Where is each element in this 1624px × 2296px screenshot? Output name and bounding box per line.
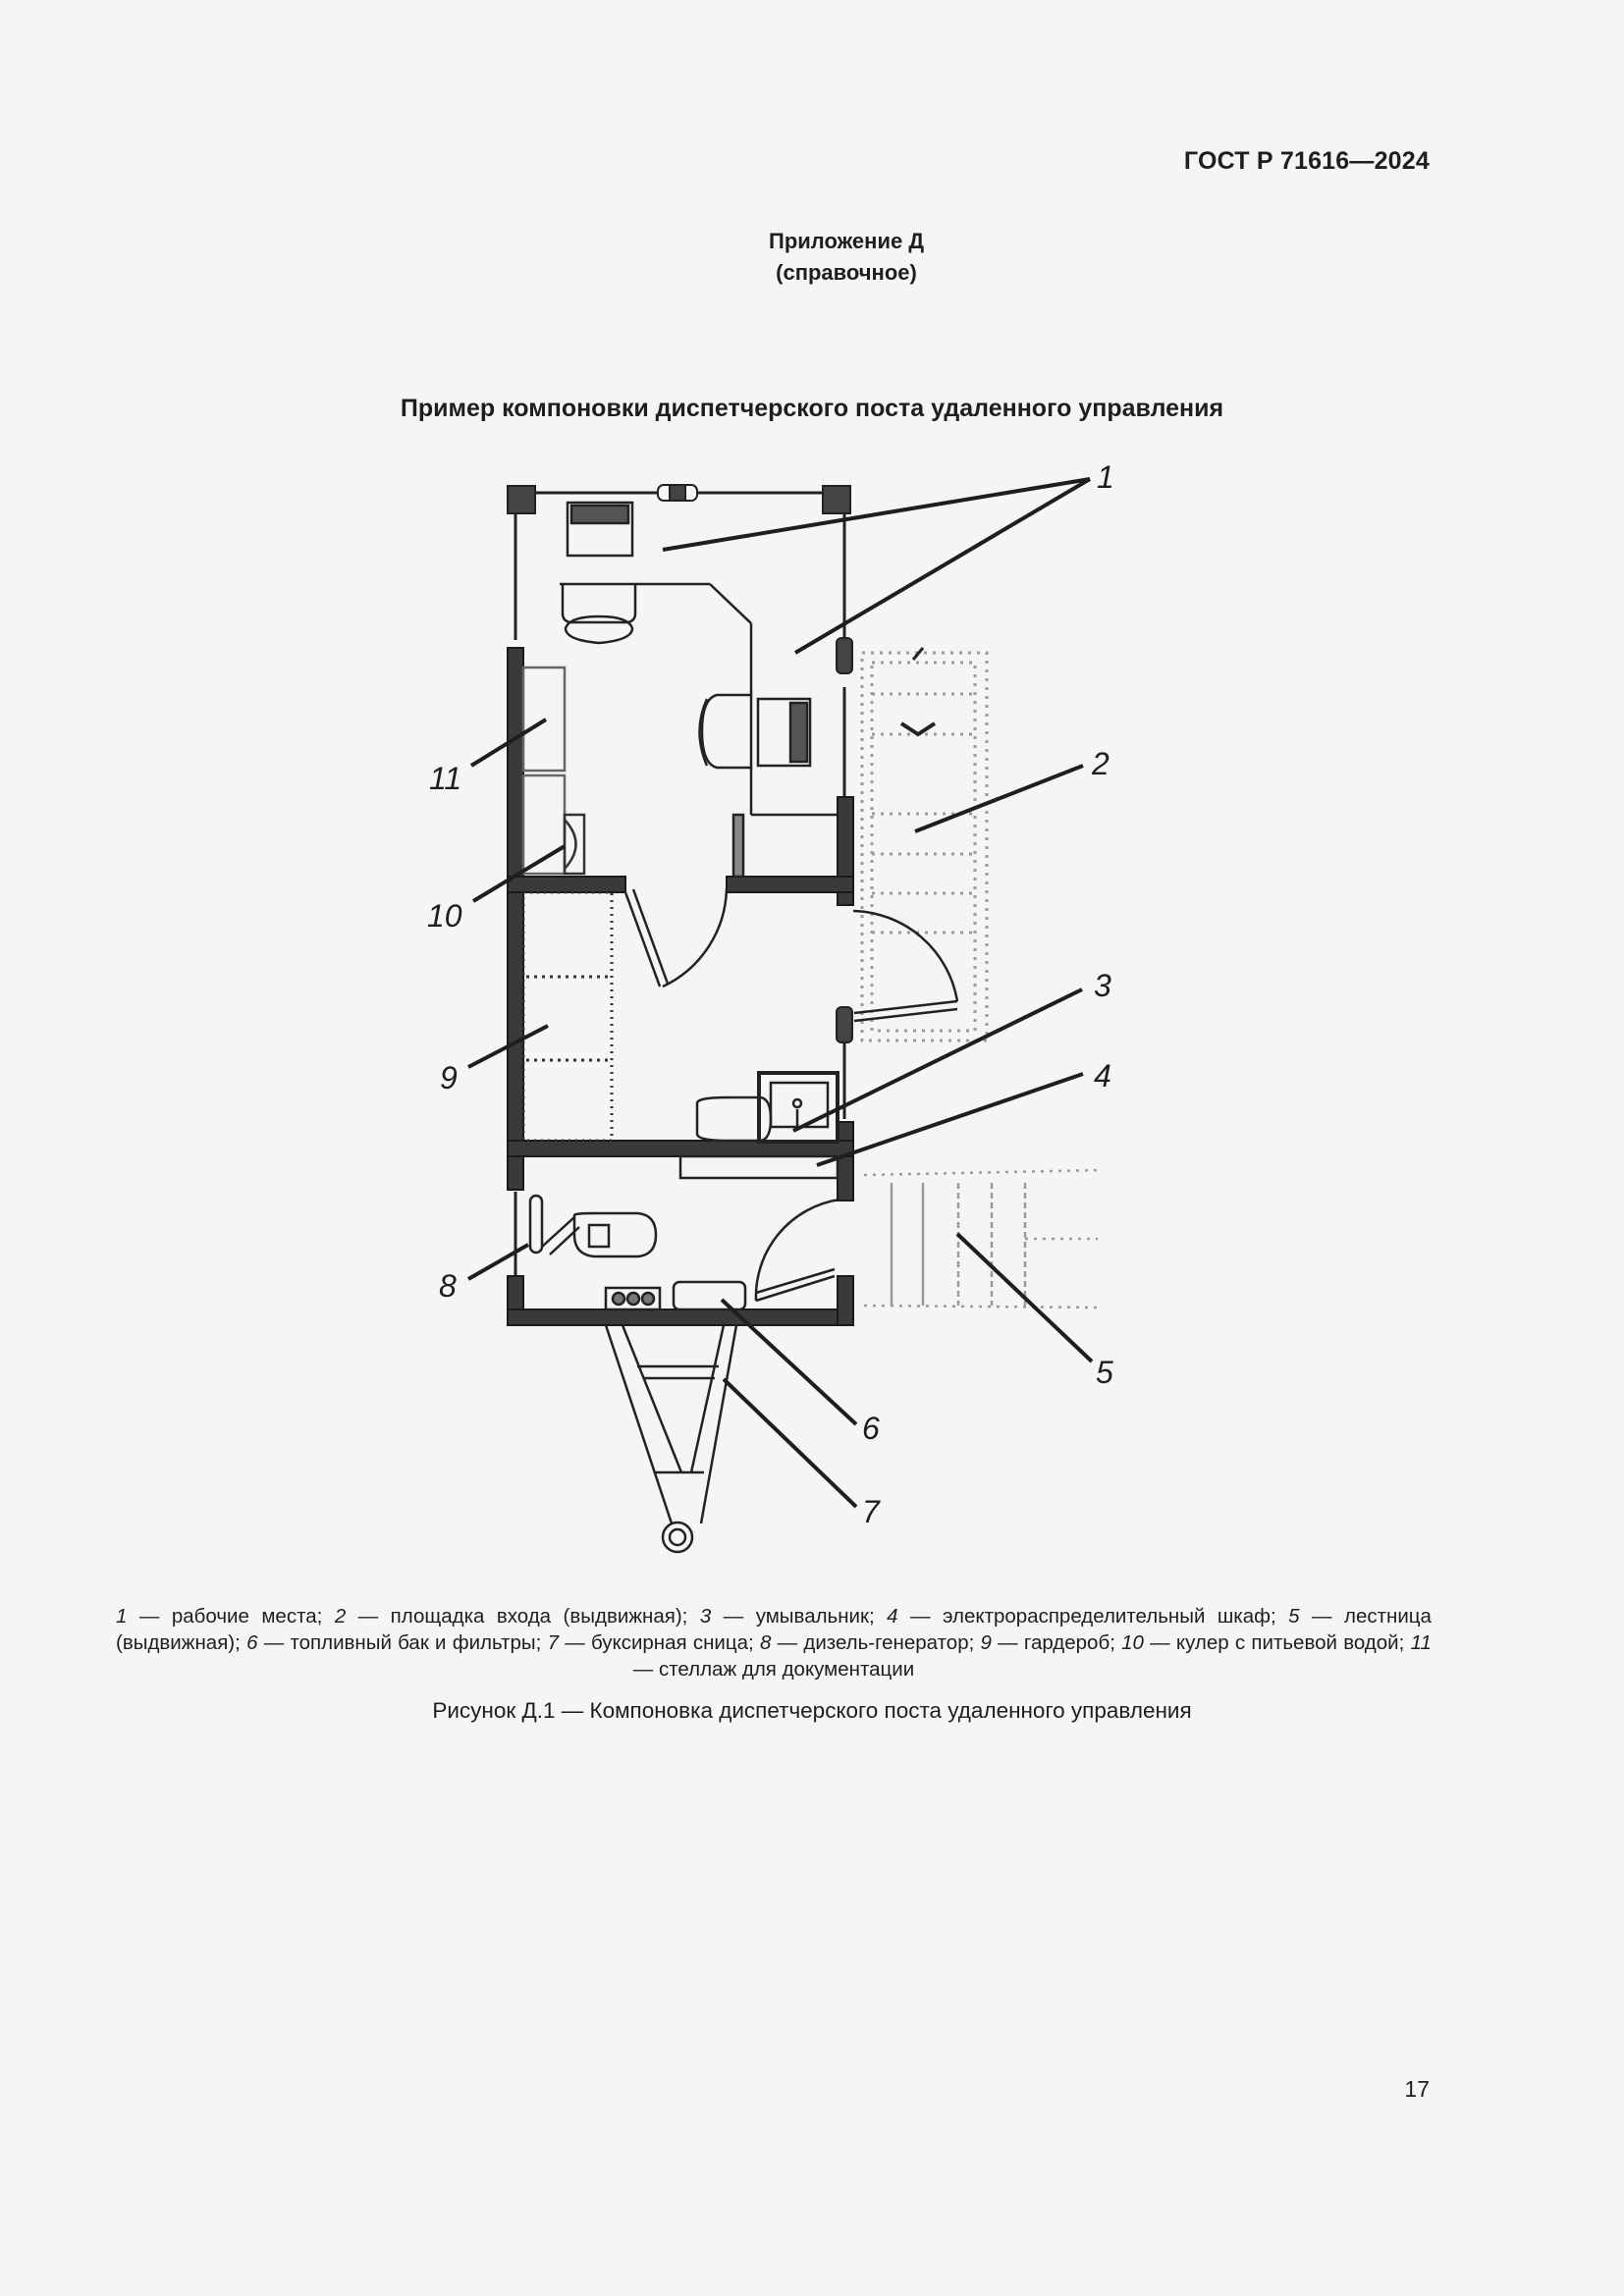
legend-item: 7 — буксирная сница; (547, 1631, 760, 1654)
appendix-subtitle: (справочное) (776, 260, 917, 285)
page-number: 17 (1404, 2076, 1430, 2102)
figure-caption: Рисунок Д.1 — Компоновка диспетчерского … (432, 1698, 1192, 1723)
appendix-heading: Приложение Д (справочное) (0, 226, 1624, 289)
callout-2: 2 (1092, 746, 1110, 781)
callout-7: 7 (862, 1494, 880, 1529)
callout-10: 10 (427, 898, 462, 934)
callout-6: 6 (862, 1411, 880, 1446)
callout-3: 3 (1094, 968, 1111, 1003)
appendix-title: Приложение Д (769, 229, 924, 253)
legend-item: 6 — топливный бак и фильтры; (246, 1631, 548, 1654)
callout-8: 8 (439, 1268, 457, 1304)
legend-item: 5 — лестница (выдвижная); (116, 1605, 1432, 1654)
figure-legend: 1 — рабочие места; 2 — площадка входа (в… (116, 1603, 1432, 1682)
stairs (863, 1168, 1101, 1309)
legend-item: 9 — гардероб; (980, 1631, 1122, 1654)
figure-heading: Пример компоновки диспетчерского поста у… (400, 395, 1224, 422)
entry-platform (860, 651, 989, 1042)
standard-code: ГОСТ Р 71616—2024 (1183, 147, 1430, 175)
callout-11: 11 (429, 761, 462, 796)
legend-item: 10 — кулер с питьевой водой; (1121, 1631, 1411, 1654)
legend-item: 3 — умывальник; (699, 1605, 888, 1628)
callout-5: 5 (1096, 1355, 1113, 1390)
legend-item: 11 — стеллаж для документации (632, 1631, 1432, 1681)
callout-1: 1 (1097, 459, 1114, 495)
callout-4: 4 (1094, 1058, 1111, 1094)
legend-item: 1 — рабочие места; (116, 1605, 335, 1628)
callout-9: 9 (440, 1060, 458, 1095)
legend-item: 8 — дизель-генератор; (759, 1631, 981, 1654)
legend-item: 4 — электрораспределительный шкаф; (887, 1605, 1289, 1628)
legend-item: 2 — площадка входа (выдвижная); (334, 1605, 700, 1628)
